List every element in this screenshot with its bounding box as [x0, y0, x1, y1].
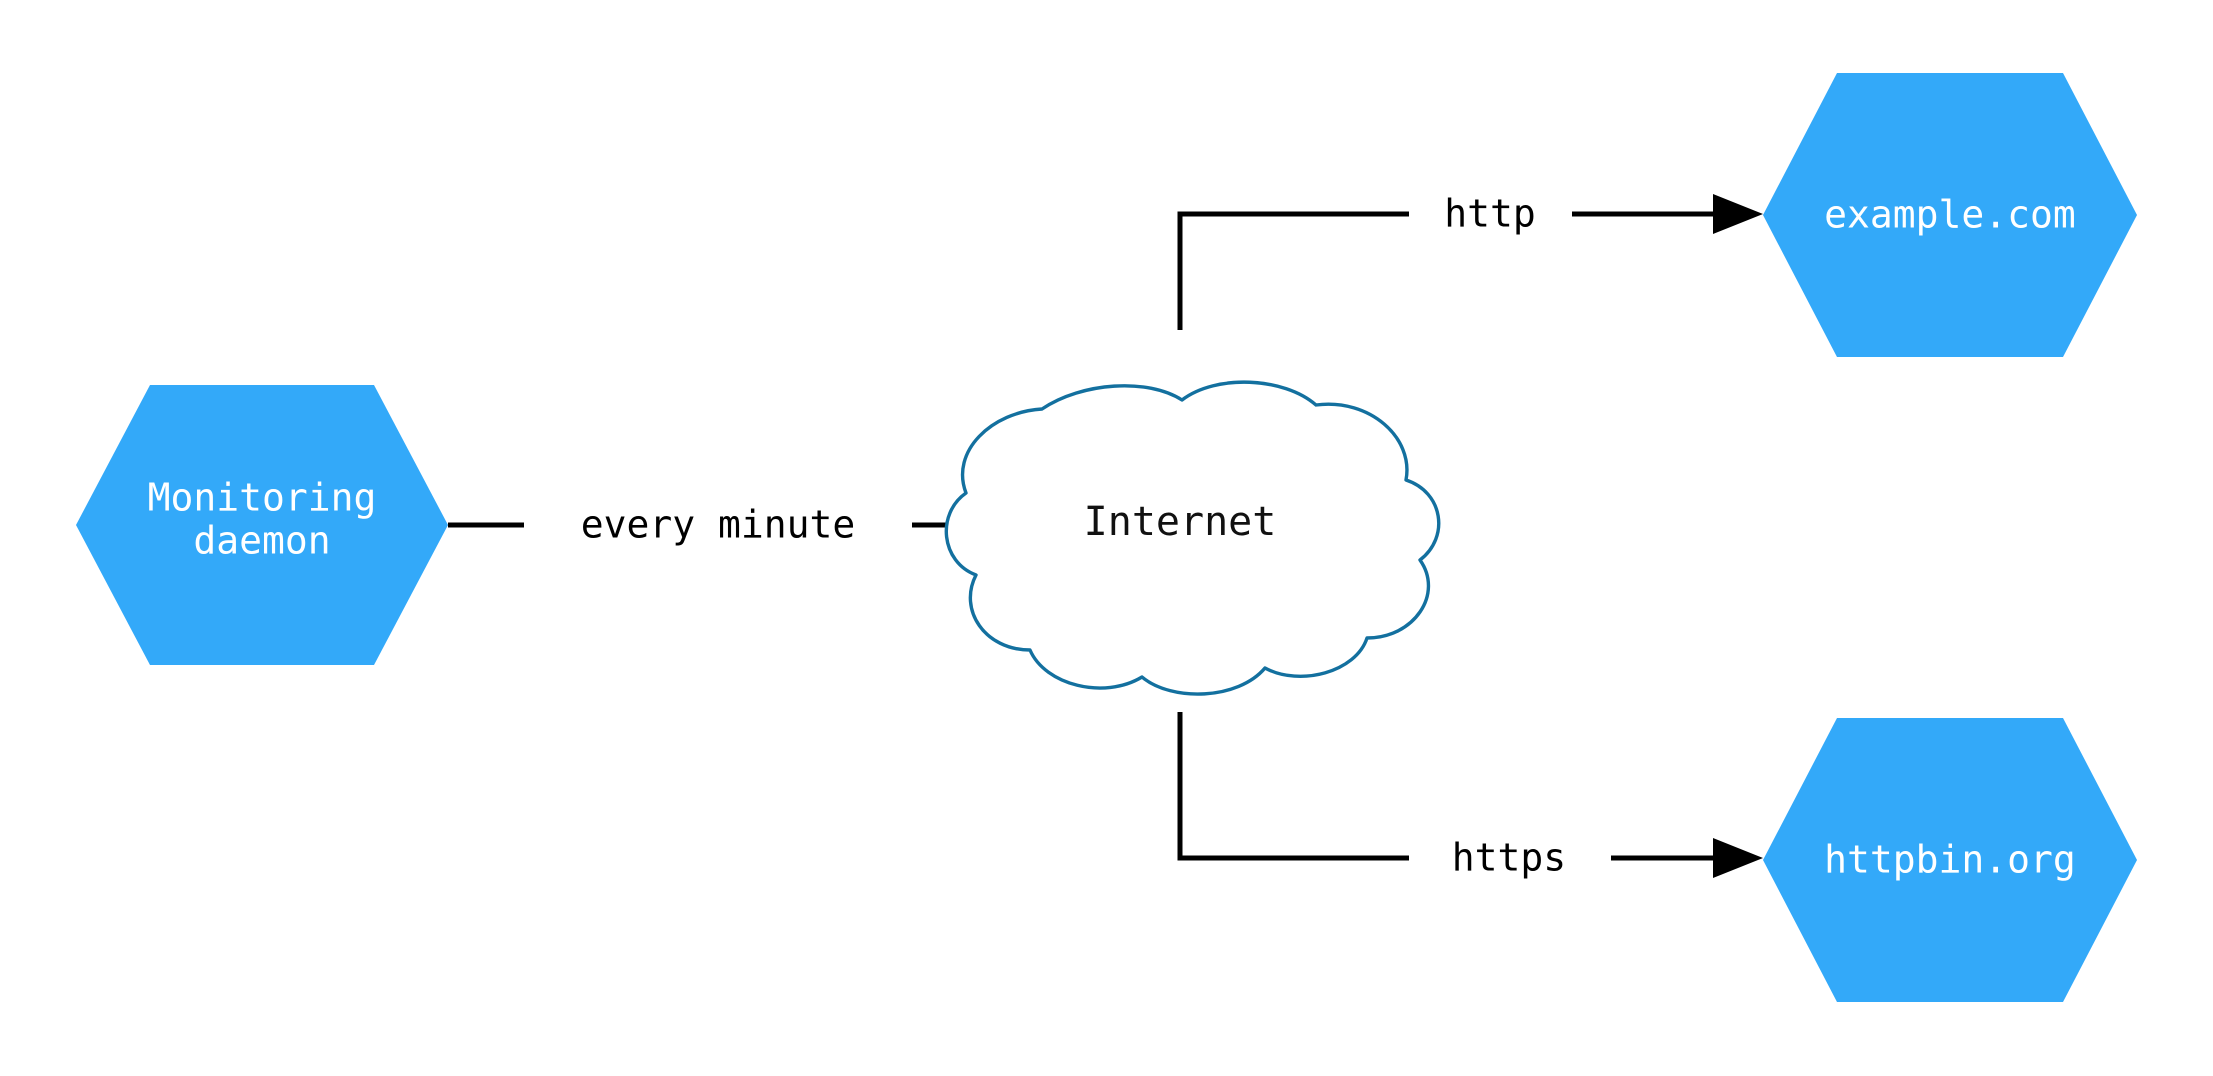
node-example-com[interactable]: example.com — [1763, 73, 2137, 357]
node-httpbin-org[interactable]: httpbin.org — [1763, 718, 2137, 1002]
hexagon-shape — [76, 385, 448, 665]
arrow-head-icon — [1713, 194, 1763, 234]
edge-elbow-down — [1177, 712, 1409, 861]
hexagon-shape — [1763, 73, 2137, 357]
node-internet[interactable]: Internet — [944, 380, 1441, 696]
node-monitoring-daemon[interactable]: Monitoring daemon — [76, 385, 448, 665]
arrow-head-icon — [1713, 838, 1763, 878]
node-label-line1: Monitoring — [148, 476, 377, 520]
edge-internet-to-httpbin[interactable]: https — [1177, 712, 1763, 880]
edge-label-http: http — [1444, 192, 1536, 236]
cloud-shape — [944, 380, 1441, 696]
edge-elbow-up — [1177, 211, 1409, 330]
edge-internet-to-example[interactable]: http — [1177, 192, 1763, 331]
edge-label-https: https — [1452, 836, 1566, 880]
edge-label-every-minute: every minute — [581, 503, 856, 547]
node-label-internet: Internet — [1084, 499, 1277, 545]
hexagon-shape — [1763, 718, 2137, 1002]
node-label-line2: daemon — [193, 519, 330, 563]
node-label-httpbin-org: httpbin.org — [1824, 838, 2076, 882]
node-label-example-com: example.com — [1824, 193, 2076, 237]
